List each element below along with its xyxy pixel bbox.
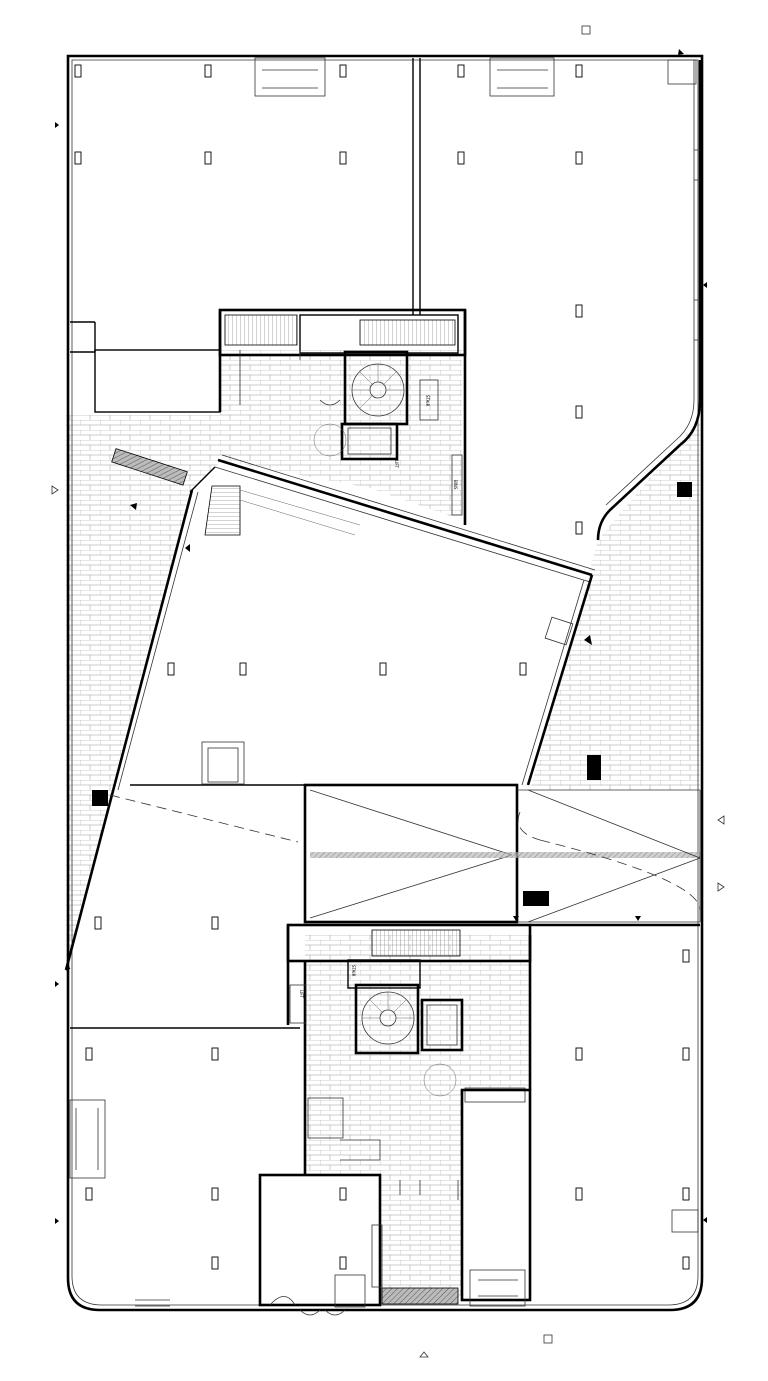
- section-marker-icon: [55, 122, 59, 128]
- structural-columns: [74, 64, 690, 1270]
- paving-west: [66, 415, 222, 970]
- south-west-unit: [65, 967, 300, 1307]
- label-bins-north: BINS: [453, 480, 458, 490]
- hatched-bench: [111, 448, 188, 486]
- lift-north: [340, 422, 399, 461]
- south-east-unit: [469, 923, 700, 1307]
- solid-blocks: [92, 448, 692, 906]
- label-stair-south: STAIR: [351, 965, 356, 977]
- paving-east: [530, 420, 700, 790]
- paving-south-core: [305, 935, 530, 1300]
- stair-flight-north: [224, 314, 298, 346]
- lift-south: [420, 998, 464, 1052]
- south-core: STAIR LIFT: [258, 923, 532, 1316]
- label-lift-south: LIFT: [299, 990, 304, 999]
- north-units: [70, 57, 702, 541]
- hatched-mat: [381, 1287, 459, 1305]
- hatched-band: [310, 852, 700, 858]
- south-passage: [109, 783, 701, 924]
- paving-zones: [66, 350, 700, 1300]
- central-hall: [64, 454, 596, 971]
- label-lift-north: LIFT: [394, 460, 399, 469]
- markers: [51, 25, 725, 1358]
- label-stair-north: STAIR: [425, 395, 430, 407]
- north-arrow-icon: [678, 49, 684, 55]
- elevation-triangle-icon: [51, 485, 59, 495]
- building-envelope: [66, 54, 704, 1312]
- north-core: STAIR LIFT BINS: [94, 308, 467, 525]
